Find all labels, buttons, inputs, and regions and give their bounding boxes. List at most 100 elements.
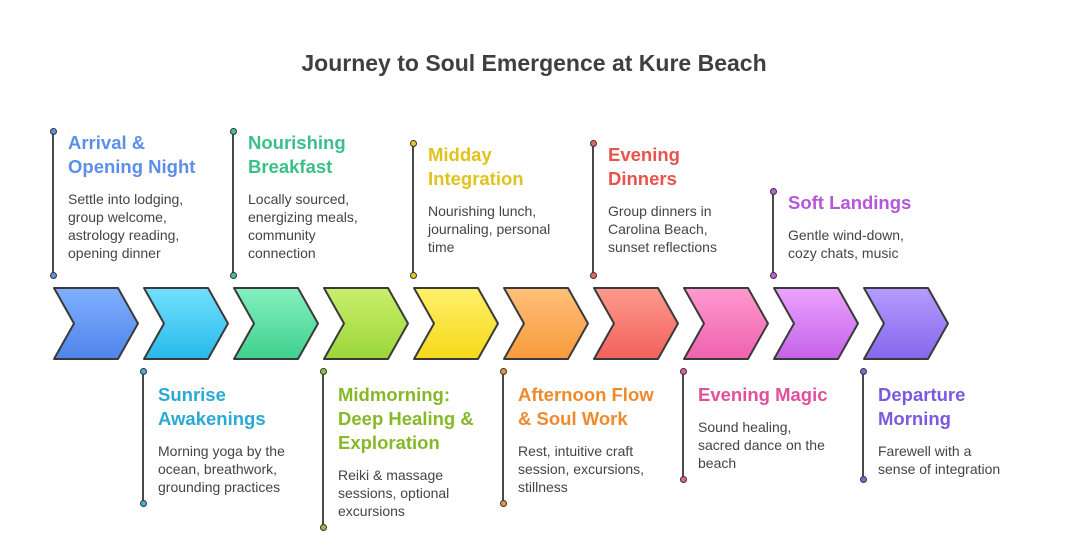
chevron-3 [233,287,319,360]
connector-dot [319,524,327,531]
step-description-line: session, excursions, [518,461,645,477]
connector-dot [319,368,327,375]
step-title-line: Afternoon Flow [518,384,654,405]
step-description: Group dinners in Carolina Beach, sunset re… [608,202,798,256]
connector-dot [859,476,867,483]
step-description-line: Locally sourced, [248,191,350,207]
step-title-line: Morning [878,408,951,429]
connector-dot [139,368,147,375]
step-description-line: sessions, optional [338,485,450,501]
chevron-9 [773,287,859,360]
step-description-line: time [428,239,455,255]
connector-dot [589,272,597,279]
chevron-5 [413,287,499,360]
step-description-line: Carolina Beach, [608,221,708,237]
step-description: Morning yoga by the ocean, breathwork, gro… [158,442,348,496]
step-title: Soft Landings [788,191,978,215]
chevron-6 [503,287,589,360]
step-description-line: Sound healing, [698,419,792,435]
step-title-line: Midday [428,144,492,165]
connector-dot [49,128,57,135]
step-description-line: energizing meals, [248,209,358,225]
connector-dot [139,500,147,507]
step-title-line: Breakfast [248,156,333,177]
connector-line [682,372,684,480]
step-description: Rest, intuitive craft session, excursions… [518,442,708,496]
connector-line [862,372,864,480]
step-description: Settle into lodging, group welcome, astrol… [68,190,258,262]
step-title-line: Midmorning: [338,384,451,405]
step-description-line: sunset reflections [608,239,717,255]
step-title-line: Exploration [338,432,440,453]
step-description: Gentle wind-down, cozy chats, music [788,226,978,262]
step-title-line: Soft Landings [788,192,912,213]
connector-dot [679,368,687,375]
step-description-line: Rest, intuitive craft [518,443,634,459]
connector-dot [589,140,597,147]
step-description-line: group welcome, [68,209,167,225]
step-title: Afternoon Flow & Soul Work [518,383,708,431]
connector-dot [499,368,507,375]
connector-dot [49,272,57,279]
step-description-line: sense of integration [878,461,1001,477]
connector-line [142,372,144,504]
step-title-line: & Soul Work [518,408,628,429]
step-title-line: Opening Night [68,156,196,177]
step-description-line: cozy chats, music [788,245,899,261]
step-description-line: Gentle wind-down, [788,227,904,243]
diagram-title: Journey to Soul Emergence at Kure Beach [301,50,767,76]
step-description-line: excursions [338,503,405,519]
step-description-line: Morning yoga by the [158,443,285,459]
connector-dot [679,476,687,483]
connector-dot [229,128,237,135]
step-title: Arrival & Opening Night [68,131,258,179]
connector-line [502,372,504,504]
connector-dot [769,188,777,195]
step-title-line: Evening [608,144,680,165]
step-title-line: Integration [428,168,524,189]
step-description-line: opening dinner [68,245,161,261]
step-description-line: astrology reading, [68,227,180,243]
chevron-7 [593,287,679,360]
step-description: Reiki & massage sessions, optional excursi… [338,466,528,520]
step-description-line: Nourishing lunch, [428,203,537,219]
step-description-line: Reiki & massage [338,467,444,483]
step-title-line: Deep Healing & [338,408,474,429]
connector-line [412,144,414,276]
step-description-line: beach [698,455,737,471]
step-description-line: ocean, breathwork, [158,461,278,477]
connector-dot [859,368,867,375]
step-description-line: grounding practices [158,479,281,495]
connector-dot [409,272,417,279]
chevron-8 [683,287,769,360]
step-description-line: Settle into lodging, [68,191,184,207]
step-title: Evening Magic [698,383,888,407]
connector-line [322,372,324,528]
step-description-line: connection [248,245,316,261]
step-title-line: Arrival & [68,132,146,153]
chevron-2 [143,287,229,360]
step-title-line: Nourishing [248,132,346,153]
step-description-line: community [248,227,316,243]
connector-dot [769,272,777,279]
chevron-1 [53,287,139,360]
step-description-line: Group dinners in [608,203,712,219]
step-title-line: Evening Magic [698,384,828,405]
step-description-line: stillness [518,479,568,495]
step-description-line: journaling, personal [428,221,551,237]
connector-dot [409,140,417,147]
